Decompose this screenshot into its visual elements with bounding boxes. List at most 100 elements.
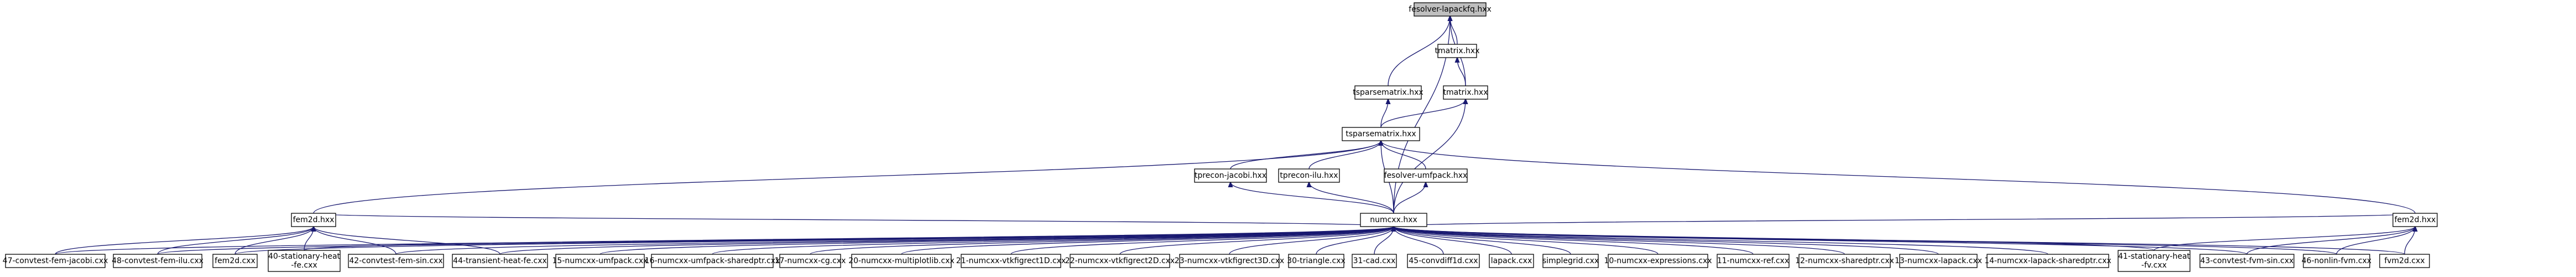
node-label: tprecon-jacobi.hxx — [1195, 171, 1266, 180]
node-box — [1542, 254, 1599, 268]
node-45-convdiff1d-cxx[interactable]: 45-convdiff1d.cxx — [1407, 254, 1480, 268]
node-30-triangle-cxx[interactable]: 30-triangle.cxx — [1287, 254, 1346, 268]
node-tprecon-ilu-hxx[interactable]: tprecon-ilu.hxx — [1278, 168, 1340, 183]
node-23-numcxx-vtkfigrect3d-cxx[interactable]: 23-numcxx-vtkfigrect3D.cxx — [1175, 254, 1284, 268]
node-box — [212, 254, 258, 268]
edge-l23-to-numcxx — [1394, 227, 2048, 255]
edge-tprecon_jacobi-to-tsparsematrix_mid — [1230, 141, 1381, 170]
node-22-numcxx-vtkfigrect2d-cxx[interactable]: 22-numcxx-vtkfigrect2D.cxx — [1065, 254, 1175, 268]
node-simplegrid-cxx[interactable]: simplegrid.cxx — [1542, 254, 1599, 268]
node-box — [1437, 44, 1477, 58]
node-label: tmatrix.hxx — [1443, 88, 1488, 97]
edge-l3-to-fem2d_left — [234, 227, 314, 255]
node-tsparsematrix-hxx[interactable]: tsparsematrix.hxx — [1342, 127, 1420, 141]
node-44-transient-heat-fe-cxx[interactable]: 44-transient-heat-fe.cxx — [452, 254, 548, 268]
node-16-numcxx-umfpack-sharedptr-cxx[interactable]: 16-numcxx-umfpack-sharedptr.cxx — [645, 254, 780, 268]
node-label: 13-numcxx-lapack.cxx — [1895, 257, 1982, 265]
node-fesolver-umfpack-hxx[interactable]: fesolver-umfpack.hxx — [1384, 168, 1468, 183]
edge-l26-to-numcxx — [1394, 227, 2337, 255]
node-label: tsparsematrix.hxx — [1346, 130, 1416, 138]
node-label: -fv.cxx — [2141, 261, 2167, 270]
node-21-numcxx-vtkfigrect1d-cxx[interactable]: 21-numcxx-vtkfigrect1D.cxx — [956, 254, 1066, 268]
node-box — [651, 254, 774, 268]
node-box — [1352, 254, 1397, 268]
node-label: 30-triangle.cxx — [1287, 257, 1346, 265]
node-box — [1489, 254, 1534, 268]
node-box — [113, 254, 202, 268]
node-20-numcxx-multiplotlib-cxx[interactable]: 20-numcxx-multiplotlib.cxx — [848, 254, 955, 268]
edge-l5-to-numcxx — [395, 227, 1394, 255]
node-tmatrix-hxx[interactable]: tmatrix.hxx — [1435, 44, 1480, 58]
node-tmatrix-hxx[interactable]: tmatrix.hxx — [1443, 85, 1488, 100]
node-box — [1407, 254, 1480, 268]
node-14-numcxx-lapack-sharedptr-cxx[interactable]: 14-numcxx-lapack-sharedptr.cxx — [1984, 254, 2111, 268]
edge-l22-to-numcxx — [1394, 227, 1939, 255]
edge-l27-to-fem2d_right — [2404, 227, 2415, 255]
node-label: 47-convtest-fem-jacobi.cxx — [3, 257, 108, 265]
edge-l3-to-numcxx — [234, 227, 1394, 255]
edge-l11-to-numcxx — [1010, 227, 1394, 255]
node-label: fvm2d.cxx — [2384, 257, 2424, 265]
node-label: 10-numcxx-expressions.cxx — [1604, 257, 1712, 265]
node-box — [1414, 2, 1487, 17]
node-12-numcxx-sharedptr-cxx[interactable]: 12-numcxx-sharedptr.cxx — [1795, 254, 1894, 268]
edge-l21-to-numcxx — [1394, 227, 1845, 255]
node-fem2d-cxx[interactable]: fem2d.cxx — [212, 254, 258, 268]
node-box — [348, 254, 444, 268]
edge-l12-to-numcxx — [1119, 227, 1394, 255]
node-box — [1899, 254, 1978, 268]
node-13-numcxx-lapack-cxx[interactable]: 13-numcxx-lapack.cxx — [1895, 254, 1982, 268]
node-box — [1070, 254, 1170, 268]
node-47-convtest-fem-jacobi-cxx[interactable]: 47-convtest-fem-jacobi.cxx — [3, 254, 108, 268]
edge-tsparsematrix_top-to-root — [1388, 16, 1450, 86]
node-41-stationary-heat-fv-cxx[interactable]: 41-stationary-heat-fv.cxx — [2118, 250, 2191, 272]
edge-l20-to-numcxx — [1394, 227, 1754, 255]
node-box — [1354, 85, 1422, 100]
edge-tmatrix_small-to-tmatrix — [1457, 58, 1466, 86]
node-label: 43-convtest-fvm-sin.cxx — [2200, 257, 2294, 265]
node-fvm2d-cxx[interactable]: fvm2d.cxx — [2379, 254, 2430, 268]
edge-numcxx-to-fesolver_umfpack — [1393, 182, 1426, 214]
node-numcxx-hxx[interactable]: numcxx.hxx — [1360, 213, 1427, 227]
node-box — [851, 254, 952, 268]
node-42-convtest-fem-sin-cxx[interactable]: 42-convtest-fem-sin.cxx — [348, 254, 444, 268]
edge-l9-to-numcxx — [810, 227, 1394, 255]
node-box — [1179, 254, 1280, 268]
edge-l24-to-fem2d_right — [2153, 227, 2415, 251]
node-31-cad-cxx[interactable]: 31-cad.cxx — [1352, 254, 1397, 268]
node-48-convtest-fem-ilu-cxx[interactable]: 48-convtest-fem-ilu.cxx — [112, 254, 204, 268]
node-lapack-cxx[interactable]: lapack.cxx — [1489, 254, 1534, 268]
node-box — [961, 254, 1061, 268]
node-box — [1278, 168, 1340, 183]
node-label: fem2d.cxx — [215, 257, 255, 265]
node-label: 44-transient-heat-fe.cxx — [453, 257, 547, 265]
edge-l4-to-numcxx — [304, 227, 1394, 251]
node-label: 22-numcxx-vtkfigrect2D.cxx — [1065, 257, 1175, 265]
node-label: 45-convdiff1d.cxx — [1409, 257, 1478, 265]
node-11-numcxx-ref-cxx[interactable]: 11-numcxx-ref.cxx — [1717, 254, 1790, 268]
node-box — [1717, 254, 1790, 268]
node-box — [5, 254, 106, 268]
node-43-convtest-fvm-sin-cxx[interactable]: 43-convtest-fvm-sin.cxx — [2199, 254, 2295, 268]
edge-fem2d_left-to-tsparsematrix_mid — [313, 141, 1381, 214]
node-label: lapack.cxx — [1491, 257, 1532, 265]
node-46-nonlin-fvm-cxx[interactable]: 46-nonlin-fvm.cxx — [2302, 254, 2371, 268]
node-17-numcxx-cg-cxx[interactable]: 17-numcxx-cg.cxx — [775, 254, 846, 268]
node-15-numcxx-umfpack-cxx[interactable]: 15-numcxx-umfpack.cxx — [552, 254, 648, 268]
node-10-numcxx-expressions-cxx[interactable]: 10-numcxx-expressions.cxx — [1604, 254, 1712, 268]
edge-l6-to-fem2d_left — [314, 227, 500, 255]
node-tprecon-jacobi-hxx[interactable]: tprecon-jacobi.hxx — [1194, 168, 1267, 183]
node-fem2d-hxx[interactable]: fem2d.hxx — [291, 213, 336, 227]
node-label: 42-convtest-fem-sin.cxx — [349, 257, 442, 265]
node-40-stationary-heat-fe-cxx[interactable]: 40-stationary-heat-fe.cxx — [268, 250, 341, 272]
node-label: 41-stationary-heat — [2118, 252, 2191, 261]
node-label: simplegrid.cxx — [1542, 257, 1599, 265]
node-tsparsematrix-hxx[interactable]: tsparsematrix.hxx — [1353, 85, 1423, 100]
node-fem2d-hxx[interactable]: fem2d.hxx — [2392, 213, 2438, 227]
node-label: -fe.cxx — [291, 261, 317, 270]
edge-l17-to-numcxx — [1394, 227, 1512, 255]
node-label: 17-numcxx-cg.cxx — [775, 257, 846, 265]
node-fesolver-lapackfq-hxx[interactable]: fesolver-lapackfq.hxx — [1409, 2, 1492, 17]
node-box — [1798, 254, 1891, 268]
